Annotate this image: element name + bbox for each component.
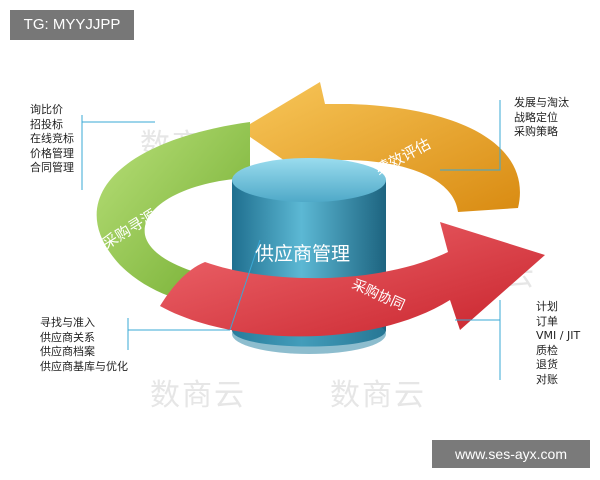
bg-watermark: 数商云 xyxy=(330,378,426,413)
list-item: 对账 xyxy=(536,372,558,386)
list-item: VMI / JIT xyxy=(536,329,581,342)
list-item: 合同管理 xyxy=(30,161,74,174)
center-label: 供应商管理 xyxy=(255,243,350,265)
list-item: 价格管理 xyxy=(30,146,74,160)
management-list: 寻找与准入 供应商关系 供应商档案 供应商基库与优化 xyxy=(40,316,128,374)
list-item: 询比价 xyxy=(30,103,63,116)
collaboration-list: 计划 订单 VMI / JIT 质检 退货 对账 xyxy=(536,300,580,387)
watermark-tag: TG: MYYJJPP xyxy=(10,10,134,40)
bg-watermark: 数商云 xyxy=(150,378,246,413)
connector-line xyxy=(440,100,501,171)
list-item: 在线竞标 xyxy=(30,132,74,145)
collaboration-arrow xyxy=(160,222,545,337)
connector-line xyxy=(229,239,261,331)
watermark-url: www.ses-ayx.com xyxy=(432,440,590,468)
evaluation-list: 发展与淘汰 战略定位 采购策略 xyxy=(514,96,569,140)
sourcing-list: 询比价 招投标 在线竞标 价格管理 合同管理 xyxy=(30,103,74,176)
list-item: 供应商关系 xyxy=(40,330,95,344)
list-item: 供应商基库与优化 xyxy=(40,359,128,373)
list-item: 退货 xyxy=(536,358,558,371)
list-item: 战略定位 xyxy=(514,110,558,124)
list-item: 质检 xyxy=(536,343,558,357)
sourcing-arrow xyxy=(96,122,250,310)
evaluation-arrow xyxy=(240,82,520,212)
list-item: 供应商档案 xyxy=(40,345,95,358)
list-item: 订单 xyxy=(536,314,558,328)
list-item: 招投标 xyxy=(30,117,63,131)
list-item: 发展与淘汰 xyxy=(514,96,569,109)
list-item: 采购策略 xyxy=(514,125,558,138)
list-item: 寻找与准入 xyxy=(40,316,95,329)
list-item: 计划 xyxy=(536,300,558,313)
cylinder-top xyxy=(232,158,386,202)
